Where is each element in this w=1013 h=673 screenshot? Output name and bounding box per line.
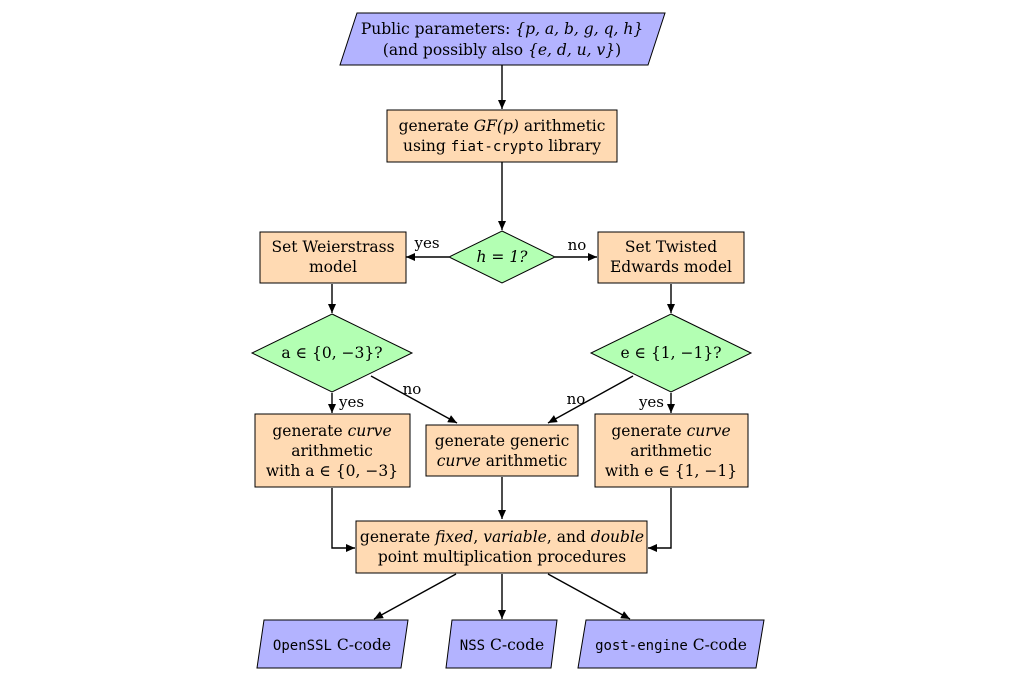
svg-text:Set Twisted: Set Twisted (625, 238, 717, 256)
svg-text:generate curve: generate curve (611, 422, 730, 440)
svg-text:Set Weierstrass: Set Weierstrass (271, 238, 394, 256)
node-point-multiplication: generate fixed, variable, and double poi… (355, 520, 648, 574)
svg-text:NSS C-code: NSS C-code (460, 636, 544, 654)
node-generate-generic-curve-arithmetic: generate generic curve arithmetic (425, 424, 579, 477)
svg-text:point multiplication procedure: point multiplication procedures (378, 548, 626, 566)
label-h-yes: yes (413, 234, 439, 252)
svg-text:Edwards model: Edwards model (610, 258, 732, 276)
svg-text:with a ∈ {0, −3}: with a ∈ {0, −3} (266, 462, 398, 480)
output-openssl-c-code: OpenSSL C-code (256, 619, 409, 669)
label-a-yes: yes (338, 393, 364, 411)
edge-e-no (547, 375, 634, 424)
decision-h-equals-1: h = 1? (447, 230, 557, 284)
edge-curve-a-to-pointmul (331, 488, 355, 552)
node-public-parameters: Public parameters: {p, a, b, g, q, h} (a… (339, 12, 666, 66)
svg-text:(and possibly also {e, d, u, v: (and possibly also {e, d, u, v}) (383, 41, 621, 59)
edge-curve-e-to-pointmul (648, 488, 672, 552)
svg-text:generate curve: generate curve (272, 422, 391, 440)
edge-labels: yes no yes no no yes (338, 234, 664, 411)
node-set-weierstrass-model: Set Weierstrass model (259, 231, 407, 284)
edge-pointmul-to-gost (547, 573, 631, 620)
svg-text:generate generic: generate generic (435, 432, 570, 450)
decision-a-values: a ∈ {0, −3}? (250, 313, 414, 393)
svg-text:arithmetic: arithmetic (630, 442, 712, 460)
label-e-no: no (567, 390, 586, 408)
svg-text:gost-engine C-code: gost-engine C-code (595, 636, 747, 654)
svg-text:model: model (309, 258, 357, 276)
node-generate-curve-arithmetic-e: generate curve arithmetic with e ∈ {1, −… (594, 413, 749, 488)
edge-a-no (370, 375, 458, 424)
label-a-no: no (403, 380, 422, 398)
svg-text:with e ∈ {1, −1}: with e ∈ {1, −1} (605, 462, 737, 480)
svg-text:generate GF(p) arithmetic: generate GF(p) arithmetic (399, 117, 606, 135)
connectors (328, 65, 675, 620)
node-set-twisted-edwards-model: Set Twisted Edwards model (597, 231, 745, 284)
node-generate-gfp-arithmetic: generate GF(p) arithmetic using fiat-cry… (386, 109, 618, 163)
edge-pointmul-to-openssl (373, 573, 457, 620)
svg-text:OpenSSL C-code: OpenSSL C-code (273, 636, 391, 654)
label-e-yes: yes (638, 393, 664, 411)
node-generate-curve-arithmetic-a: generate curve arithmetic with a ∈ {0, −… (254, 413, 411, 488)
svg-text:h = 1?: h = 1? (477, 248, 529, 266)
output-nss-c-code: NSS C-code (445, 619, 558, 669)
svg-text:Public parameters: {p, a, b, g: Public parameters: {p, a, b, g, q, h} (361, 20, 643, 38)
svg-text:using fiat-crypto library: using fiat-crypto library (403, 137, 601, 155)
svg-text:e ∈ {1, −1}?: e ∈ {1, −1}? (620, 344, 721, 362)
svg-text:arithmetic: arithmetic (291, 442, 373, 460)
decision-e-values: e ∈ {1, −1}? (589, 313, 753, 393)
svg-text:generate fixed, variable, and: generate fixed, variable, and double (360, 528, 644, 546)
svg-text:curve arithmetic: curve arithmetic (437, 452, 568, 470)
output-gost-engine-c-code: gost-engine C-code (577, 619, 765, 669)
label-h-no: no (568, 236, 587, 254)
svg-text:a ∈ {0, −3}?: a ∈ {0, −3}? (281, 344, 382, 362)
